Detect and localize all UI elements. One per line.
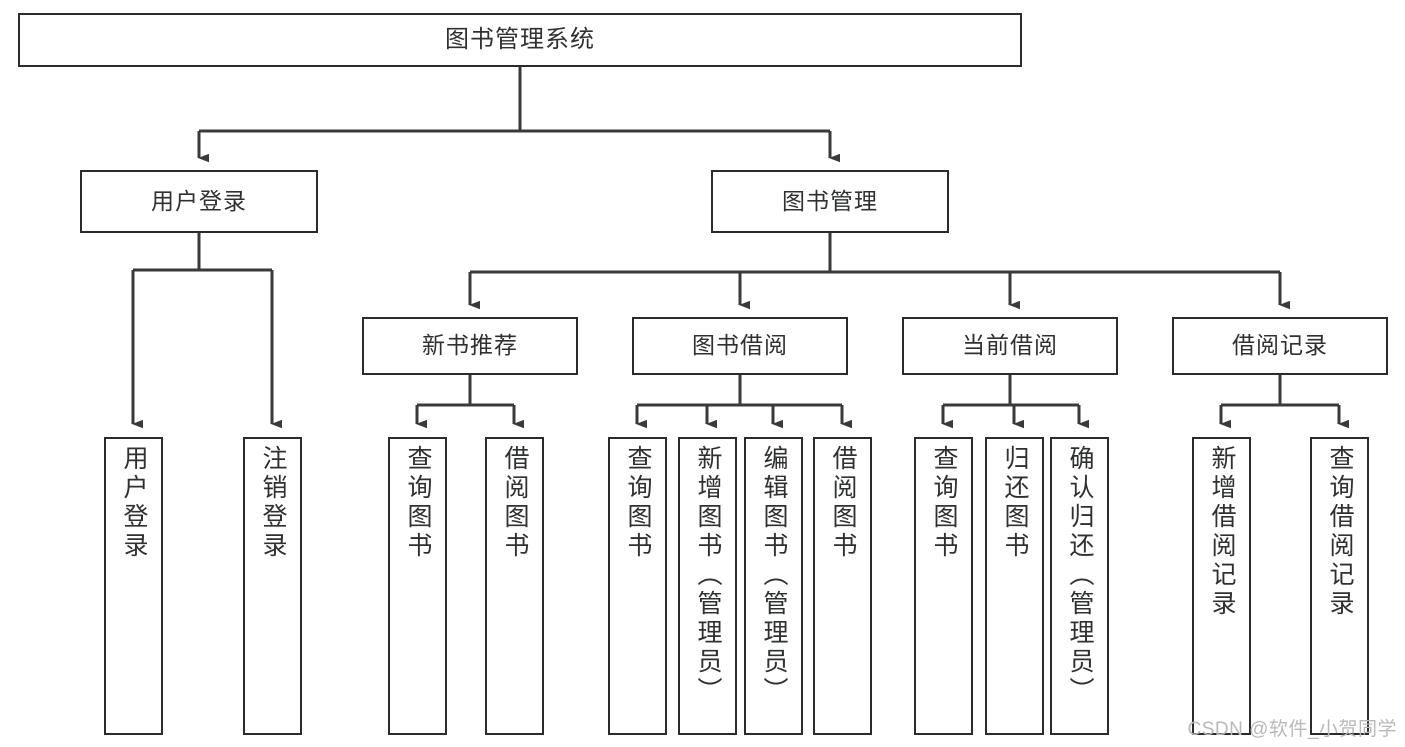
- node-leaf-edit-book-label: 编辑图书（管理员）: [760, 445, 788, 706]
- node-book-borrow-label: 图书借阅: [692, 332, 788, 359]
- node-leaf-query-book-1[interactable]: 查询图书: [388, 437, 447, 735]
- node-leaf-query-borrow-record[interactable]: 查询借阅记录: [1310, 437, 1369, 735]
- node-leaf-confirm-return-label: 确认归还（管理员）: [1066, 445, 1094, 706]
- node-leaf-query-book-2-label: 查询图书: [624, 445, 652, 561]
- node-leaf-user-logout[interactable]: 注销登录: [243, 437, 302, 735]
- node-leaf-return-book-label: 归还图书: [1001, 445, 1029, 561]
- node-current-borrow[interactable]: 当前借阅: [902, 317, 1118, 375]
- node-leaf-return-book[interactable]: 归还图书: [985, 437, 1044, 735]
- node-leaf-query-book-3[interactable]: 查询图书: [914, 437, 973, 735]
- watermark: CSDN @软件_小贺同学: [1187, 719, 1397, 740]
- node-book-manage[interactable]: 图书管理: [711, 170, 949, 233]
- node-new-book-recommend-label: 新书推荐: [422, 332, 518, 359]
- node-leaf-query-book-3-label: 查询图书: [930, 445, 958, 561]
- node-user-login-label: 用户登录: [151, 187, 247, 214]
- node-leaf-borrow-book-2-label: 借阅图书: [829, 445, 857, 561]
- node-leaf-add-borrow-record[interactable]: 新增借阅记录: [1192, 437, 1251, 735]
- node-leaf-add-borrow-record-label: 新增借阅记录: [1208, 445, 1236, 619]
- node-leaf-borrow-book-1[interactable]: 借阅图书: [485, 437, 544, 735]
- node-leaf-query-book-1-label: 查询图书: [404, 445, 432, 561]
- node-borrow-record[interactable]: 借阅记录: [1172, 317, 1388, 375]
- node-leaf-user-login-label: 用户登录: [120, 445, 148, 561]
- node-current-borrow-label: 当前借阅: [962, 332, 1058, 359]
- node-root[interactable]: 图书管理系统: [18, 13, 1022, 67]
- node-user-login[interactable]: 用户登录: [80, 170, 318, 233]
- node-root-label: 图书管理系统: [445, 25, 595, 53]
- node-leaf-query-book-2[interactable]: 查询图书: [608, 437, 667, 735]
- node-leaf-user-login[interactable]: 用户登录: [104, 437, 163, 735]
- node-borrow-record-label: 借阅记录: [1232, 332, 1328, 359]
- node-leaf-edit-book[interactable]: 编辑图书（管理员）: [744, 437, 803, 735]
- node-leaf-user-logout-label: 注销登录: [259, 445, 287, 561]
- node-leaf-add-book[interactable]: 新增图书（管理员）: [678, 437, 737, 735]
- node-leaf-add-book-label: 新增图书（管理员）: [694, 445, 722, 706]
- node-leaf-borrow-book-2[interactable]: 借阅图书: [813, 437, 872, 735]
- node-leaf-query-borrow-record-label: 查询借阅记录: [1326, 445, 1354, 619]
- node-book-manage-label: 图书管理: [782, 187, 878, 214]
- node-leaf-confirm-return[interactable]: 确认归还（管理员）: [1050, 437, 1109, 735]
- node-new-book-recommend[interactable]: 新书推荐: [362, 317, 578, 375]
- node-leaf-borrow-book-1-label: 借阅图书: [501, 445, 529, 561]
- node-book-borrow[interactable]: 图书借阅: [632, 317, 848, 375]
